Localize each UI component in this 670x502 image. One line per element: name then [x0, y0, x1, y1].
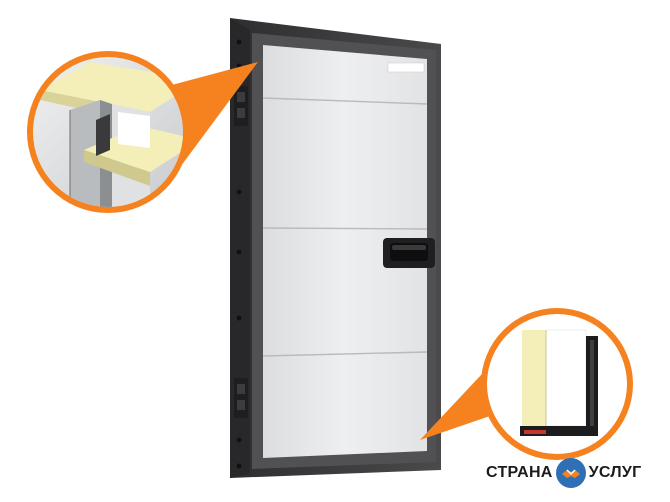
- frame-bolts: [236, 39, 242, 469]
- watermark-right-text: УСЛУГ: [588, 464, 642, 481]
- hinge-bottom: [234, 378, 248, 418]
- door-label-plate: [387, 62, 425, 73]
- watermark-logo: СТРАНА УСЛУГ: [486, 456, 664, 490]
- door-handle[interactable]: [383, 238, 435, 268]
- hinge-top: [234, 86, 248, 126]
- handshake-icon: [555, 458, 586, 488]
- watermark-left-text: СТРАНА: [486, 464, 553, 481]
- panel-seam: [262, 351, 428, 357]
- panel-seam: [262, 97, 428, 105]
- zoom-callout-right: [420, 308, 633, 460]
- door-frame-side: [230, 18, 250, 478]
- callout-pointer: [168, 62, 258, 170]
- zoom-callout-left: [27, 51, 258, 213]
- cold-room-door: [230, 18, 441, 478]
- threshold-section-detail: [520, 329, 598, 436]
- panel-seam: [262, 227, 428, 230]
